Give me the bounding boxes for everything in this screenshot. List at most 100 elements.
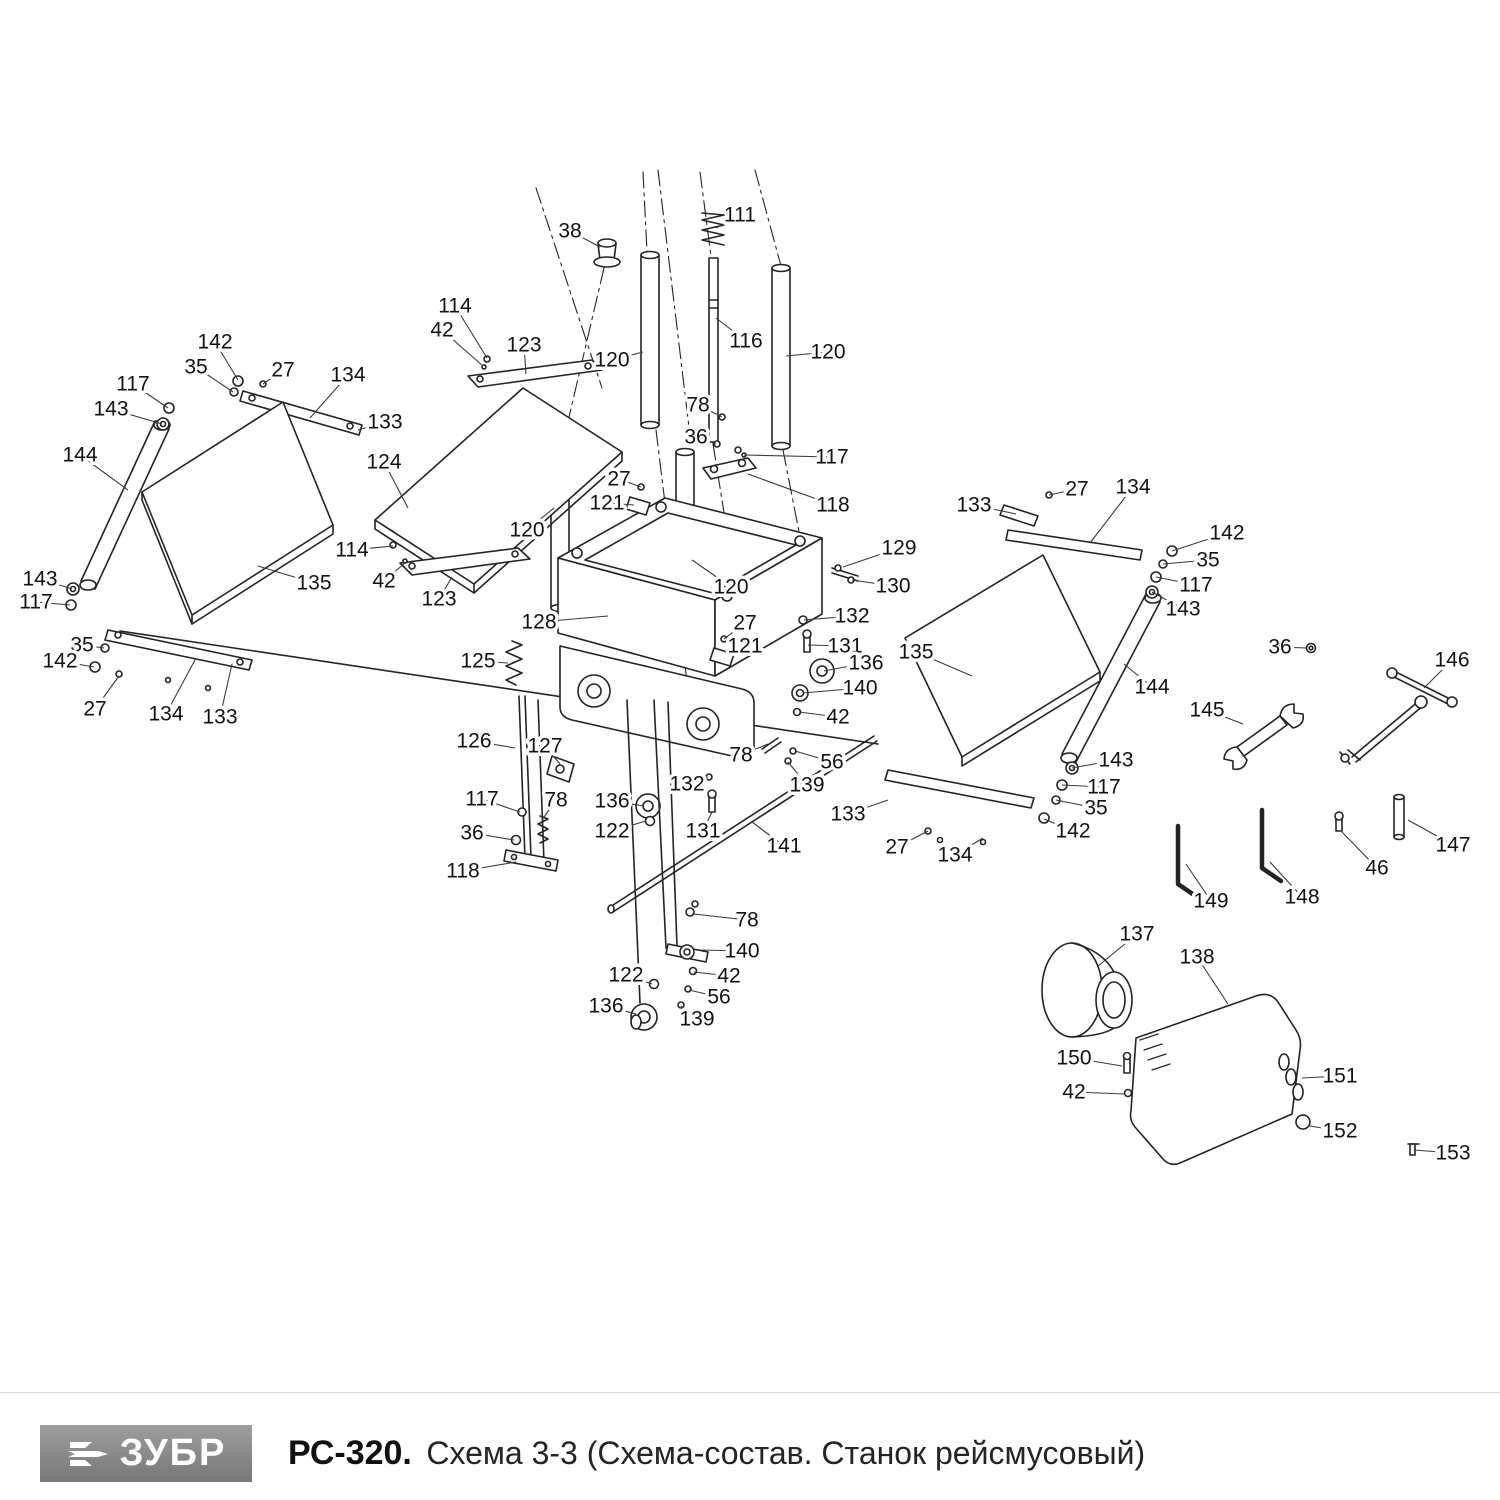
leader-line (1151, 591, 1184, 610)
leader-line (1301, 1075, 1341, 1079)
leader-line (743, 454, 833, 458)
part-label-138: 138 (1179, 946, 1214, 969)
part-label-35: 35 (1196, 549, 1219, 572)
part-label-42: 42 (372, 570, 395, 593)
part-label-139: 139 (789, 774, 824, 797)
leader-line (702, 811, 713, 832)
part-label-118: 118 (816, 494, 849, 517)
part-label-129: 129 (881, 537, 916, 560)
leader-line (807, 644, 846, 647)
leader-line (1413, 1149, 1454, 1154)
leader-line (132, 383, 169, 409)
part-label-122: 122 (608, 964, 643, 987)
part-label-35: 35 (184, 356, 207, 379)
leader-line (954, 837, 984, 856)
part-label-78: 78 (729, 744, 752, 767)
part-label-135: 135 (898, 641, 933, 664)
part-label-35: 35 (1084, 797, 1107, 820)
leader-line (693, 971, 730, 977)
part-label-120: 120 (509, 519, 544, 542)
leader-line (915, 651, 973, 677)
leader-line (847, 799, 889, 815)
part-label-130: 130 (875, 575, 910, 598)
part-label-117: 117 (465, 788, 498, 811)
leader-line (1269, 861, 1303, 898)
leader-line (1423, 659, 1453, 689)
leader-line (471, 832, 515, 841)
leader-line (219, 663, 233, 718)
part-label-133: 133 (202, 706, 237, 729)
part-label-27: 27 (733, 612, 756, 635)
part-label-78: 78 (686, 394, 709, 417)
leader-line (257, 565, 315, 584)
scheme-title: Схема 3-3 (Схема-состав. Станок рейсмусо… (426, 1435, 1146, 1471)
part-label-117: 117 (1087, 776, 1120, 799)
right-table-assembly (884, 491, 1178, 846)
part-label-132: 132 (669, 773, 704, 796)
part-label-117: 117 (1179, 574, 1212, 597)
leader-line (81, 644, 105, 649)
leader-line (1123, 663, 1153, 688)
leader-line (1097, 933, 1138, 967)
model-number: РС-320. (288, 1434, 412, 1472)
carriage-base (559, 645, 835, 765)
zubr-logo-icon (67, 1441, 108, 1466)
part-label-38: 38 (558, 220, 581, 243)
leader-line (110, 408, 163, 425)
part-label-27: 27 (885, 836, 908, 859)
part-label-147: 147 (1435, 834, 1470, 857)
part-label-148: 148 (1284, 886, 1319, 909)
part-label-35: 35 (70, 634, 93, 657)
leader-line (618, 478, 642, 488)
part-label-114: 114 (438, 295, 472, 318)
leader-line (538, 615, 609, 623)
part-label-142: 142 (197, 331, 232, 354)
leader-line (688, 989, 720, 998)
part-label-56: 56 (707, 986, 730, 1009)
part-label-27: 27 (271, 359, 294, 382)
part-label-142: 142 (1209, 522, 1244, 545)
leader-line (541, 799, 557, 821)
part-label-126: 126 (456, 730, 491, 753)
leader-line (357, 421, 386, 431)
part-label-124: 124 (366, 451, 401, 474)
part-label-133: 133 (367, 411, 402, 434)
leader-line (441, 329, 484, 367)
part-label-36: 36 (1268, 636, 1291, 659)
leader-line (823, 662, 867, 672)
part-label-142: 142 (42, 650, 77, 673)
leader-line (523, 344, 527, 375)
feed-screws-group (503, 640, 717, 1004)
leader-line (462, 861, 517, 872)
leader-line (842, 547, 900, 568)
part-label-121: 121 (589, 492, 624, 515)
part-label-153: 153 (1435, 1142, 1470, 1165)
leader-line (454, 305, 488, 359)
part-label-140: 140 (842, 677, 877, 700)
footer-title: РС-320. Схема 3-3 (Схема-состав. Станок … (288, 1434, 1145, 1473)
footer-divider (0, 1392, 1500, 1393)
part-label-143: 143 (1165, 598, 1200, 621)
part-label-27: 27 (1065, 478, 1088, 501)
part-label-123: 123 (421, 588, 456, 611)
drive-rod (607, 735, 878, 917)
part-label-133: 133 (956, 494, 991, 517)
footer: ЗУБР РС-320. Схема 3-3 (Схема-состав. Ст… (0, 1392, 1500, 1482)
left-table-assembly (65, 375, 363, 692)
leader-line (896, 830, 929, 848)
footer-row: ЗУБР РС-320. Схема 3-3 (Схема-состав. Ст… (40, 1425, 1500, 1482)
part-label-117: 117 (815, 446, 848, 469)
part-label-142: 142 (1055, 820, 1090, 843)
upper-table-assembly (374, 355, 623, 594)
leader-line (383, 561, 407, 582)
leader-line (693, 913, 748, 921)
part-label-123: 123 (506, 334, 541, 357)
leader-line (1407, 819, 1454, 846)
leader-line (262, 369, 284, 385)
zubr-logo-text: ЗУБР (119, 1432, 227, 1474)
leader-line (1341, 831, 1378, 869)
part-label-144: 144 (62, 444, 97, 467)
part-label-134: 134 (148, 703, 183, 726)
leader-line (1185, 863, 1212, 902)
